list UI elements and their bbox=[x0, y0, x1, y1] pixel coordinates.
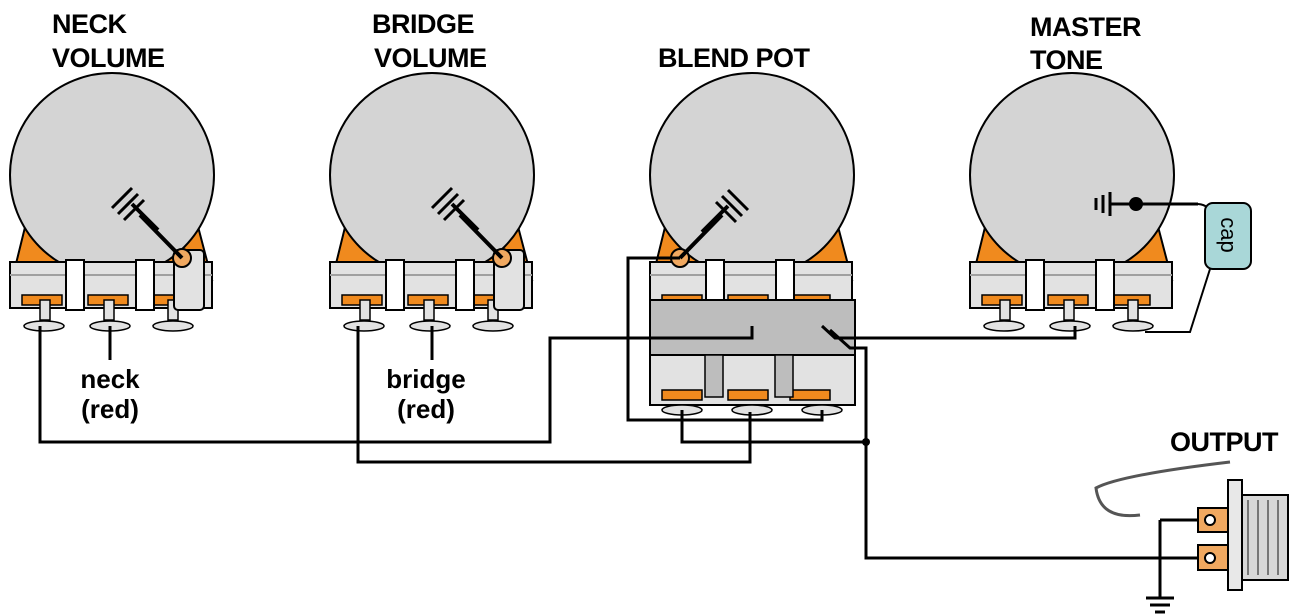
blend-pot-title: BLEND POT bbox=[658, 43, 810, 73]
output-jack bbox=[1094, 460, 1289, 591]
bridge-volume-title-line1: BRIDGE bbox=[372, 9, 475, 39]
bridge-volume-pot bbox=[329, 72, 535, 332]
master-tone-pot bbox=[969, 72, 1198, 332]
bridge-wire-label-line1: bridge bbox=[386, 364, 466, 394]
neck-wire-label-line1: neck bbox=[80, 364, 140, 394]
capacitor-label: cap bbox=[1216, 217, 1241, 253]
master-tone-title-line1: MASTER bbox=[1030, 12, 1142, 42]
capacitor bbox=[1145, 202, 1252, 333]
neck-volume-title-line2: VOLUME bbox=[52, 43, 165, 73]
output-title: OUTPUT bbox=[1170, 427, 1279, 457]
ground-symbol bbox=[1146, 596, 1174, 614]
master-tone-title-line2: TONE bbox=[1030, 45, 1103, 75]
neck-volume-pot bbox=[9, 72, 215, 332]
blend-pot bbox=[649, 72, 856, 416]
neck-wire-label-line2: (red) bbox=[81, 394, 139, 424]
bridge-wire-label-line2: (red) bbox=[397, 394, 455, 424]
neck-volume-title-line1: NECK bbox=[52, 9, 127, 39]
bridge-volume-title-line2: VOLUME bbox=[374, 43, 487, 73]
junction-dot bbox=[862, 438, 870, 446]
